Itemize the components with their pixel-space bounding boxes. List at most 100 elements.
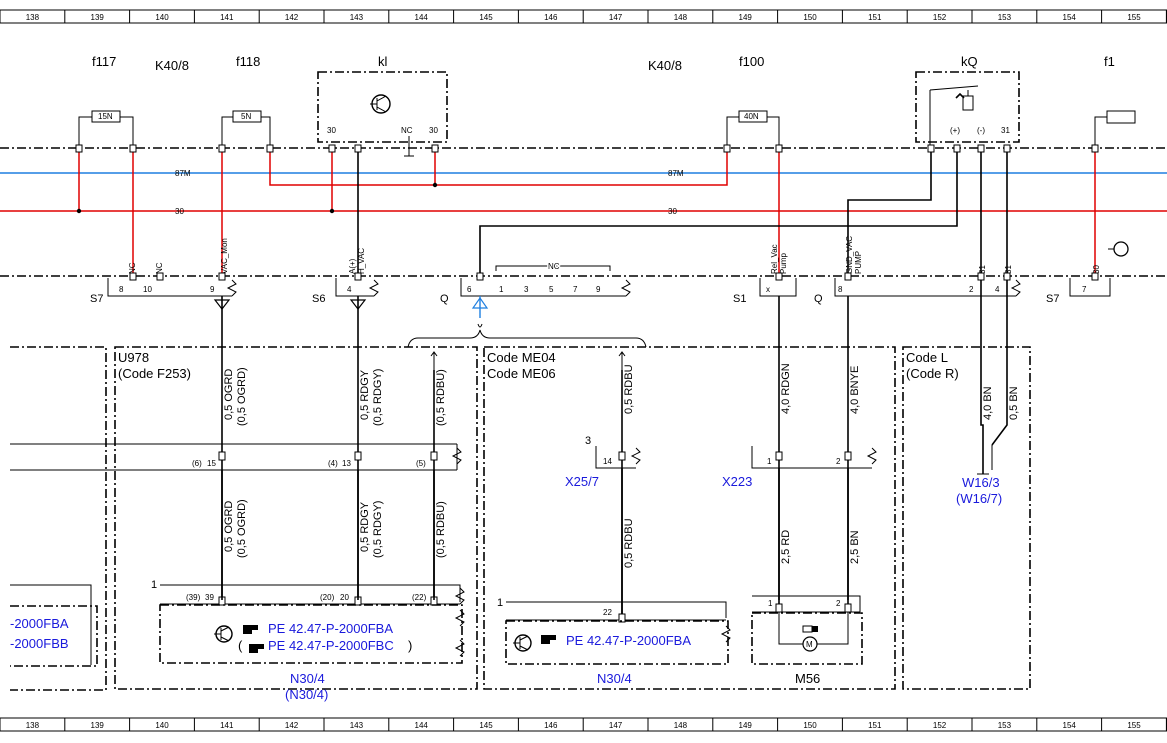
fuse-f117: 15N xyxy=(78,110,134,148)
connector-q-right: 8 2 4 Q xyxy=(814,278,1021,305)
fuse-f1 xyxy=(1094,110,1136,148)
section-me06-title: Code ME06 xyxy=(487,366,556,381)
n30-pin-20a: (20) xyxy=(320,593,335,602)
x25-pin-14: 14 xyxy=(603,457,612,466)
wire-label-rdbu-2: 0,5 RDBU xyxy=(623,518,635,568)
wire-label-bn40: 4,0 BN xyxy=(982,386,994,420)
ref-open-paren: ( xyxy=(238,638,243,653)
connector-s6: 4 S6 xyxy=(312,278,379,305)
label-x223: X223 xyxy=(722,474,752,489)
q-right-pin-4: 4 xyxy=(995,285,1000,294)
s1-pin-x: x xyxy=(766,285,770,294)
wire-label-rdbu-alt: (0,5 RDBU) xyxy=(435,369,447,426)
q-left-name: Q xyxy=(440,293,449,305)
kl-pin-nc: NC xyxy=(401,126,413,135)
ruler-cell-138: 138 xyxy=(26,721,40,730)
component-n30-4-c: 1 22 PE 42.47-P-2000FBA N30/4 xyxy=(497,597,731,686)
relay-kl: 30 NC 30 xyxy=(317,71,448,157)
fuse-f117-rating: 15N xyxy=(98,112,113,121)
s6-pin-4: 4 xyxy=(347,285,352,294)
wire-kq-gnd xyxy=(847,148,932,276)
kl-pin-30b: 30 xyxy=(429,126,438,135)
vlabel-nc2: NC xyxy=(155,262,164,274)
ref-close-paren: ) xyxy=(408,638,412,653)
ruler-cell-140: 140 xyxy=(155,721,169,730)
n30-pin-1: 1 xyxy=(151,579,157,591)
fuse-f100-rating: 40N xyxy=(744,112,759,121)
m56-pin-1: 1 xyxy=(768,599,773,608)
ruler-cell-149: 149 xyxy=(739,721,753,730)
splice-p13: 13 xyxy=(342,459,351,468)
wire-label-rdbu-alt-2: (0,5 RDBU) xyxy=(435,501,447,558)
ruler-cell-140: 140 xyxy=(155,13,169,22)
connector-x223: 1 2 X223 xyxy=(722,446,877,489)
n30-c-pin-1: 1 xyxy=(497,597,503,609)
vlabel-30: 30 xyxy=(1092,265,1101,274)
kl-pin-30a: 30 xyxy=(327,126,336,135)
wire-label-rd25: 2,5 RD xyxy=(780,530,792,564)
ref-left-b: -2000FBB xyxy=(10,636,69,651)
ruler-cell-147: 147 xyxy=(609,13,623,22)
ruler-cell-153: 153 xyxy=(998,13,1012,22)
ruler-cell-155: 155 xyxy=(1127,721,1141,730)
s7-left-name: S7 xyxy=(90,293,103,305)
label-m56: M56 xyxy=(795,671,820,686)
splice-p15: 15 xyxy=(207,459,216,468)
manual-pointer-icon xyxy=(541,635,556,644)
relay-kq: (+) (-) 31 xyxy=(915,71,1020,148)
ruler-cell-141: 141 xyxy=(220,13,234,22)
bus-87m-label-a: 87M xyxy=(175,169,191,178)
component-n30-4-a: 1 (39) 39 (20) 20 (22) PE 42.47-P-2000FB… xyxy=(151,579,465,702)
ruler-cell-145: 145 xyxy=(479,13,493,22)
ruler-cell-141: 141 xyxy=(220,721,234,730)
q-right-pin-2: 2 xyxy=(969,285,974,294)
section-me04 xyxy=(483,346,896,690)
label-n30-4-c: N30/4 xyxy=(597,671,632,686)
label-kl: kl xyxy=(378,54,388,69)
x223-pin-2: 2 xyxy=(836,457,841,466)
label-f100: f100 xyxy=(739,54,764,69)
section-code-l-title: Code L xyxy=(906,350,948,365)
label-k40-8-b: K40/8 xyxy=(648,58,682,73)
q-right-name: Q xyxy=(814,293,823,305)
vlabel-31b: 31 xyxy=(1004,265,1013,274)
s1-name: S1 xyxy=(733,293,746,305)
section-u978-code: (Code F253) xyxy=(118,366,191,381)
bus-30-label-a: 30 xyxy=(175,207,184,216)
label-w16-7: (W16/7) xyxy=(956,491,1002,506)
ruler-cell-152: 152 xyxy=(933,13,947,22)
kq-pin-31: 31 xyxy=(1001,126,1010,135)
transistor-icon xyxy=(513,634,532,652)
label-kq: kQ xyxy=(961,54,978,69)
ref-fba: PE 42.47-P-2000FBA xyxy=(268,621,393,636)
wire-label-bn25: 2,5 BN xyxy=(849,530,861,564)
fuse-f118-rating: 5N xyxy=(241,112,251,121)
connector-s7-right: 7 S7 xyxy=(1046,241,1129,305)
label-n30-4-b: (N30/4) xyxy=(285,687,328,702)
wire-label-ogrd-alt: (0,5 OGRD) xyxy=(236,367,248,426)
label-f117: f117 xyxy=(92,54,116,69)
bus-30-label-b: 30 xyxy=(668,207,677,216)
connector-x25-7: 14 3 X25/7 xyxy=(565,435,641,489)
motor-icon: M xyxy=(802,625,818,652)
ruler-cell-154: 154 xyxy=(1063,721,1077,730)
q-pin-7: 7 xyxy=(573,285,578,294)
ruler-cell-148: 148 xyxy=(674,13,688,22)
x25-pin-3: 3 xyxy=(585,435,591,447)
ground-w16-3: W16/3 (W16/7) xyxy=(956,445,1002,506)
connector-q-left: 6 1 3 5 7 9 NC Q xyxy=(440,261,631,305)
q-pin-6: 6 xyxy=(467,285,472,294)
ruler-cell-138: 138 xyxy=(26,13,40,22)
label-x25-7: X25/7 xyxy=(565,474,599,489)
s6-name: S6 xyxy=(312,293,325,305)
ruler-cell-154: 154 xyxy=(1063,13,1077,22)
wire-label-rdgn: 4,0 RDGN xyxy=(780,363,792,414)
q-pin-1: 1 xyxy=(499,285,504,294)
wire-label-rdgy: 0,5 RDGY xyxy=(359,369,371,420)
label-w16-3: W16/3 xyxy=(962,475,1000,490)
ref-fba2: PE 42.47-P-2000FBA xyxy=(566,633,691,648)
s7-pin-9: 9 xyxy=(210,285,215,294)
ruler-cell-155: 155 xyxy=(1127,13,1141,22)
section-code-l xyxy=(902,346,1031,690)
